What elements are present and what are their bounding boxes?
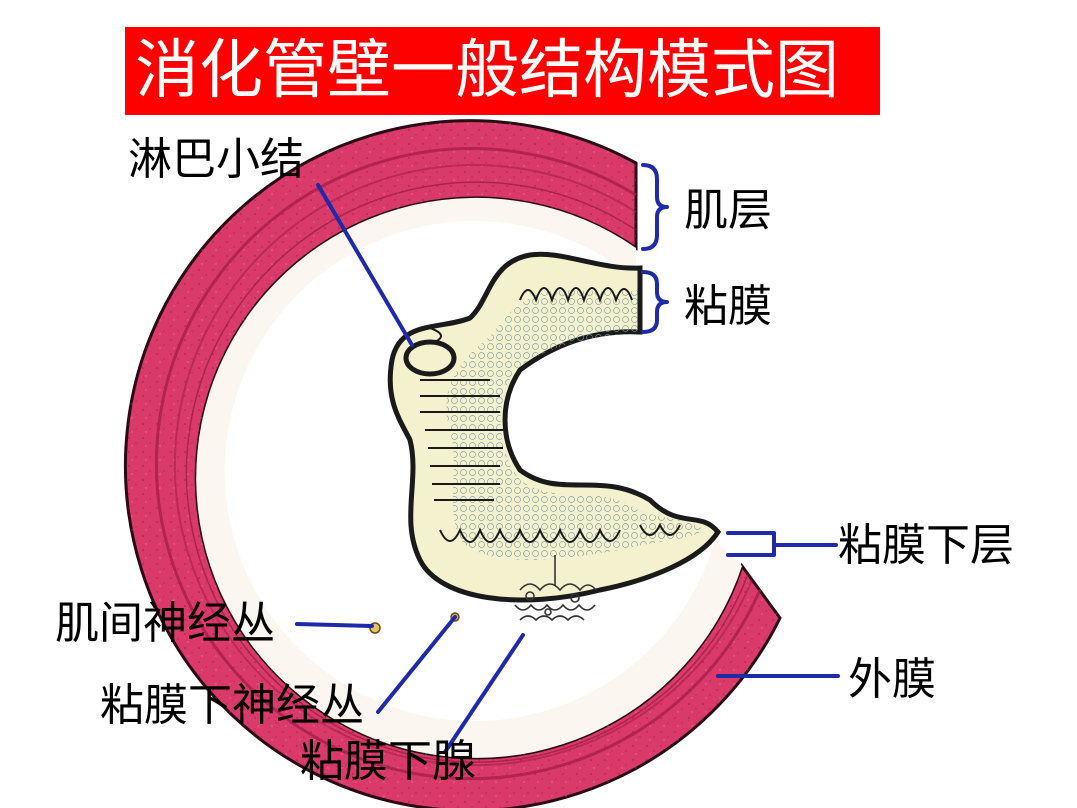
label-muscularis: 肌层 <box>684 185 772 236</box>
lymph-nodule-shape <box>403 339 457 377</box>
bracket-muscularis <box>641 163 669 251</box>
label-submucosal-plexus: 粘膜下神经丛 <box>100 680 364 731</box>
submucosal-gland-shape <box>514 555 597 622</box>
mucosa-region <box>387 251 722 603</box>
leader-myenteric-plexus <box>295 622 374 628</box>
label-lymph-nodule: 淋巴小结 <box>128 134 304 185</box>
page-title: 消化管壁一般结构模式图 <box>135 34 839 108</box>
leader-lymph-nodule <box>316 183 414 347</box>
title-banner <box>125 27 880 115</box>
bracket-mucosa <box>641 270 669 334</box>
leader-submucosal-plexus <box>376 615 457 714</box>
label-submucosa: 粘膜下层 <box>838 520 1014 571</box>
label-submucosal-gland: 粘膜下腺 <box>300 736 476 787</box>
leader-submucosal-gland <box>443 633 525 754</box>
label-myenteric-plexus: 肌间神经丛 <box>55 598 275 649</box>
bracket-submucosa <box>726 531 838 557</box>
label-adventitia: 外膜 <box>848 654 936 705</box>
label-mucosa: 粘膜 <box>684 281 772 332</box>
